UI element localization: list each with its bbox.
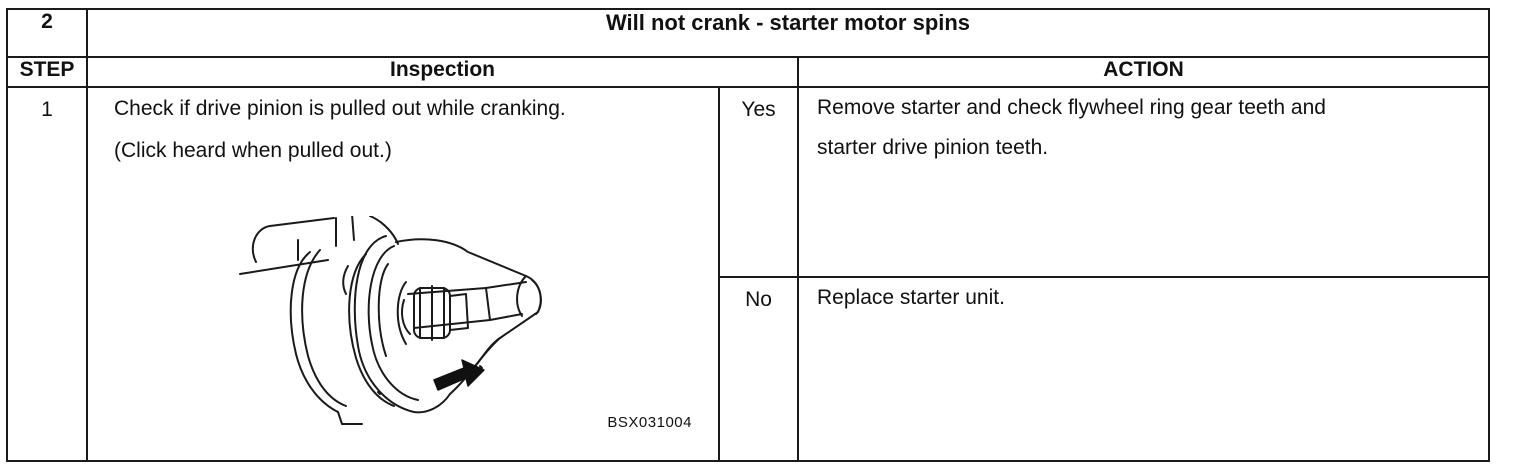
table-row: No Replace starter unit.: [7, 276, 1490, 462]
figure-code: BSX031004: [607, 414, 692, 431]
no-action-cell: Replace starter unit.: [797, 276, 1490, 462]
table-title: Will not crank - starter motor spins: [86, 8, 1490, 58]
inspection-text-line-1: Check if drive pinion is pulled out whil…: [114, 97, 566, 120]
step-number: 1: [6, 86, 88, 462]
yes-action-line-1: Remove starter and check flywheel ring g…: [817, 96, 1326, 119]
yes-action-cell: Remove starter and check flywheel ring g…: [797, 86, 1490, 278]
no-action-text: Replace starter unit.: [817, 286, 1005, 309]
inspection-cell: Check if drive pinion is pulled out whil…: [86, 86, 720, 462]
table-title-row: 2 Will not crank - starter motor spins: [6, 8, 1490, 58]
table-row: 1 Check if drive pinion is pulled out wh…: [6, 86, 1490, 462]
no-label: No: [718, 276, 799, 462]
header-step: STEP: [6, 56, 88, 88]
inspection-text-line-2: (Click heard when pulled out.): [114, 139, 392, 162]
starter-motor-drive-pinion-icon: [239, 216, 542, 425]
yes-label: Yes: [718, 86, 799, 278]
table-header-row: STEP Inspection ACTION: [6, 56, 1490, 88]
diagnosis-sheet: 2 Will not crank - starter motor spins S…: [6, 8, 1490, 462]
header-inspection: Inspection: [86, 56, 799, 88]
arrow-icon: [433, 359, 485, 391]
diagnosis-table: 2 Will not crank - starter motor spins S…: [6, 8, 1490, 462]
header-action: ACTION: [797, 56, 1490, 88]
yes-action-line-2: starter drive pinion teeth.: [817, 136, 1049, 159]
table-number: 2: [6, 8, 88, 58]
